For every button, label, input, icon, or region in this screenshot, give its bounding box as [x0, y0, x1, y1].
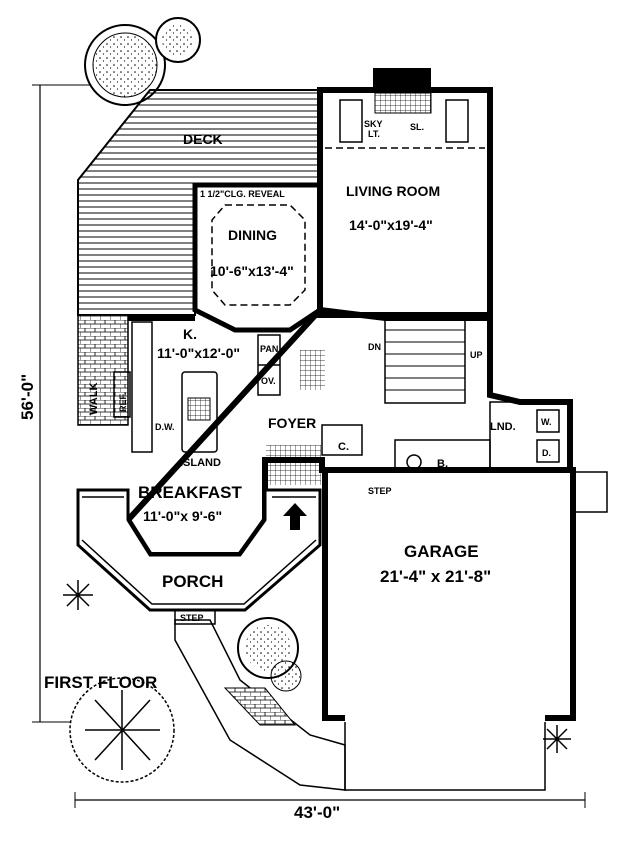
garage-door-opening — [345, 714, 545, 722]
down-label: DN — [368, 342, 381, 352]
walk-paving — [77, 314, 129, 426]
ceiling-reveal-label: 1 1/2"CLG. REVEAL — [200, 189, 285, 199]
dryer-label: D. — [542, 448, 551, 458]
living-size: 14'-0"x19'-4" — [349, 217, 433, 233]
tree-bottom-middle — [237, 617, 302, 692]
dining-label: DINING — [228, 227, 277, 243]
shrub-right — [543, 725, 571, 753]
breakfast-label: BREAKFAST — [138, 483, 243, 502]
toilet-icon — [406, 454, 422, 470]
living-room — [317, 87, 493, 318]
porch-label: PORCH — [162, 572, 223, 591]
deck-label: DECK — [183, 131, 223, 147]
garage-label: GARAGE — [404, 542, 479, 561]
cooktop — [187, 397, 211, 421]
floor-label: FIRST FLOOR — [44, 673, 157, 692]
garage-side-step — [574, 471, 608, 513]
closet — [321, 424, 363, 456]
kitchen-counter — [131, 321, 153, 453]
dw-label: D.W. — [155, 422, 175, 432]
entry-arrow-icon — [283, 503, 307, 530]
sky-label-2: LT. — [368, 129, 380, 139]
porch — [76, 488, 322, 612]
garage — [322, 467, 576, 721]
front-walk-paving — [223, 687, 297, 726]
up-label: UP — [470, 350, 483, 360]
driveway — [344, 722, 546, 791]
tree-bottom-left — [69, 677, 175, 783]
sky-label: SKY — [364, 119, 383, 129]
sl-label: SL. — [410, 122, 424, 132]
breakfast-size: 11'-0"x 9'-6" — [143, 508, 222, 524]
fireplace-hearth — [374, 92, 432, 114]
dining-size: 10'-6"x13'-4" — [210, 263, 294, 279]
laundry-label: LND. — [490, 421, 516, 433]
walk-label: WALK — [88, 383, 100, 415]
tree-top-left — [84, 17, 201, 106]
ref-label: REF. — [118, 392, 128, 412]
pantry-label: PAN — [260, 344, 278, 354]
shrub-left — [63, 580, 93, 610]
skylight-right — [445, 99, 469, 143]
washer — [536, 409, 560, 433]
kitchen-label: K. — [183, 326, 197, 342]
depth-dimension: 56'-0" — [18, 374, 37, 420]
dining-room — [192, 182, 323, 333]
hall-paving — [300, 350, 325, 390]
fireplace — [373, 68, 431, 93]
garage-size: 21'-4" x 21'-8" — [380, 567, 491, 586]
kitchen-size: 11'-0"x12'-0" — [157, 345, 240, 361]
porch-step — [174, 609, 216, 625]
foyer-paving — [266, 445, 321, 485]
porch-step-label: STEP — [180, 613, 204, 623]
refrigerator — [113, 371, 131, 418]
living-label: LIVING ROOM — [346, 183, 440, 199]
width-dimension: 43'-0" — [294, 803, 340, 822]
dimension-lines — [32, 84, 586, 808]
oven-label: OV. — [261, 376, 276, 386]
skylight-left — [339, 99, 363, 143]
garage-step-label: STEP — [368, 486, 392, 496]
foyer-label: FOYER — [268, 415, 316, 431]
island-label: ISLAND — [180, 457, 221, 469]
laundry — [489, 401, 571, 471]
closet-label: C. — [338, 441, 349, 453]
stair-treads — [385, 329, 465, 391]
dining-ceiling-reveal — [211, 204, 306, 306]
dryer — [536, 439, 560, 463]
island — [181, 371, 218, 453]
bath-label: B. — [437, 458, 448, 470]
washer-label: W. — [541, 417, 552, 427]
